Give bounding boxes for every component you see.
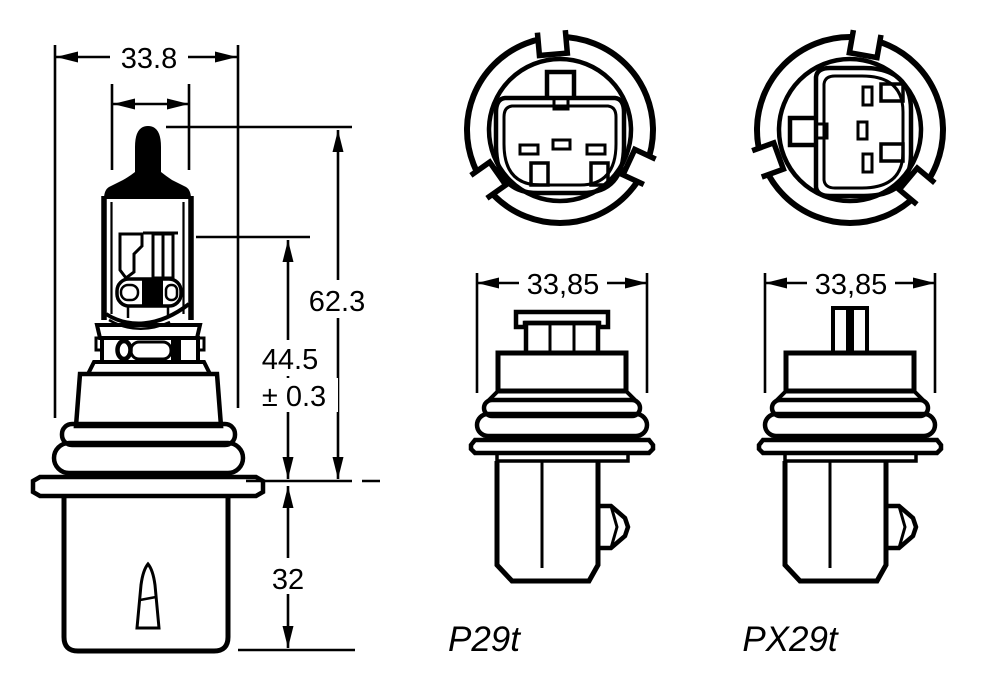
base-keel: [135, 561, 161, 630]
arrowhead-up-icon: [282, 240, 294, 262]
arrowhead-down-icon: [282, 457, 294, 479]
arrowhead-right-icon: [167, 98, 189, 110]
dim-text-backing: [252, 378, 338, 412]
dim-text-backing: [301, 280, 373, 318]
dim-label-base-length: 32: [272, 564, 304, 596]
dim-label-lcl: 44.5: [262, 344, 318, 376]
dim-text-backing: [807, 264, 895, 298]
dim-text-backing: [264, 558, 312, 594]
p29t-base-shape: [468, 309, 656, 584]
arrowhead-right-icon: [625, 277, 647, 289]
inner-ring: [776, 56, 924, 204]
arrowhead-left-icon: [113, 98, 135, 110]
bulb-tip-cap: [104, 126, 191, 199]
dim-text-backing: [519, 264, 607, 298]
dim-label-width: 33.8: [121, 43, 177, 75]
px29t-key-shield: [790, 68, 911, 196]
dim-label-lcl-tolerance: ± 0.3: [262, 381, 326, 413]
arrowhead-down-icon: [282, 626, 294, 648]
arrowhead-down-icon: [332, 457, 344, 479]
arrowhead-left-icon: [765, 277, 787, 289]
px29t-top-view: [751, 29, 946, 226]
filament-assembly: [104, 231, 191, 331]
bulb-flange: [30, 474, 266, 499]
arrowhead-right-icon: [215, 51, 237, 63]
p29t-side-view: 33,85 P29t: [448, 264, 656, 659]
arrowhead-right-icon: [913, 277, 935, 289]
px29t-side-view: 33,85 PX29t: [742, 264, 944, 659]
inner-ring: [486, 56, 634, 204]
p29t-key-shield: [496, 72, 624, 193]
bulb-side-view: 33.8 62.3 44.5 ± 0.3 32: [30, 42, 380, 654]
dim-label-overall-length: 62.3: [309, 286, 365, 318]
dim-label-px29t-diameter: 33,85: [815, 269, 888, 301]
arrowhead-left-icon: [477, 277, 499, 289]
px29t-label: PX29t: [742, 620, 839, 659]
p29t-label: P29t: [448, 620, 521, 659]
arrowhead-left-icon: [56, 51, 78, 63]
px29t-base-shape: [756, 306, 944, 584]
dim-text-backing: [110, 42, 188, 72]
bulb-base-body: [61, 496, 231, 654]
bulb-base-stack: [30, 323, 266, 654]
dim-label-p29t-diameter: 33,85: [527, 269, 600, 301]
arrowhead-up-icon: [282, 486, 294, 508]
arrowhead-up-icon: [332, 130, 344, 152]
dim-text-backing: [254, 340, 328, 376]
p29t-top-view: [464, 29, 657, 226]
